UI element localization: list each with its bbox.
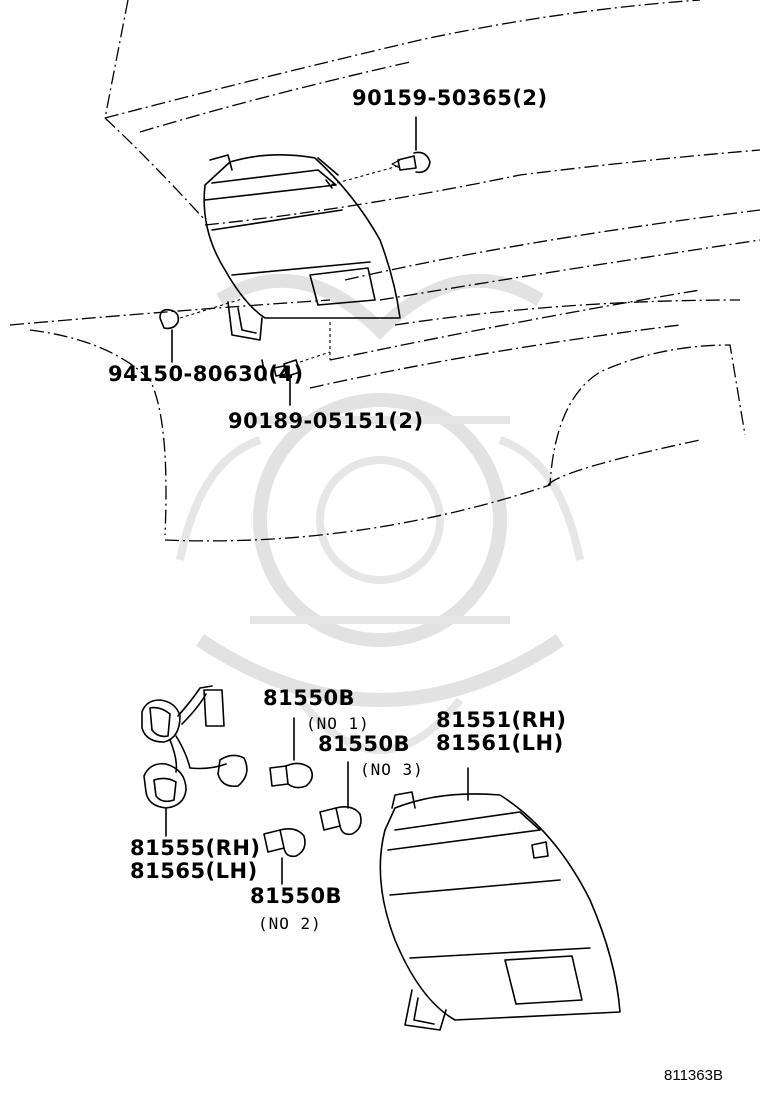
screw-90159-50365 [329, 116, 431, 186]
socket-wire-harness [141, 685, 248, 837]
callout-bulb-no3-note: (NO 3) [360, 760, 424, 779]
bulb-no3 [319, 761, 362, 836]
callout-screw-part: 90159-50365(2) [352, 86, 548, 110]
callout-bulb-no1-part: 81550B [263, 686, 356, 710]
callout-bulb-no2-note: (NO 2) [258, 914, 322, 933]
callout-socket-part-lh: 81565(LH) [130, 859, 258, 883]
clip-94150-80630 [159, 297, 246, 363]
callout-socket-part-rh: 81555(RH) [130, 836, 261, 860]
callout-lamp-part-lh: 81561(LH) [436, 731, 564, 755]
callout-bulb-no2-part: 81550B [250, 884, 343, 908]
vehicle-body-outline [9, 0, 760, 542]
mounted-tail-lamp [203, 154, 401, 360]
nut-90189-05151 [261, 351, 331, 406]
callout-lamp-part-rh: 81551(RH) [436, 708, 567, 732]
diagram-code: 811363B [664, 1067, 723, 1084]
callout-bulb-no1-note: (NO 1) [306, 714, 370, 733]
bulb-no1 [269, 717, 314, 789]
callout-clip-part: 94150-80630(4) [108, 362, 304, 386]
tail-lamp-assembly [379, 767, 621, 1031]
watermark-emblem [176, 273, 584, 754]
callout-bulb-no3-part: 81550B [318, 732, 411, 756]
bulb-no2 [263, 828, 306, 885]
callout-nut-part: 90189-05151(2) [228, 409, 424, 433]
